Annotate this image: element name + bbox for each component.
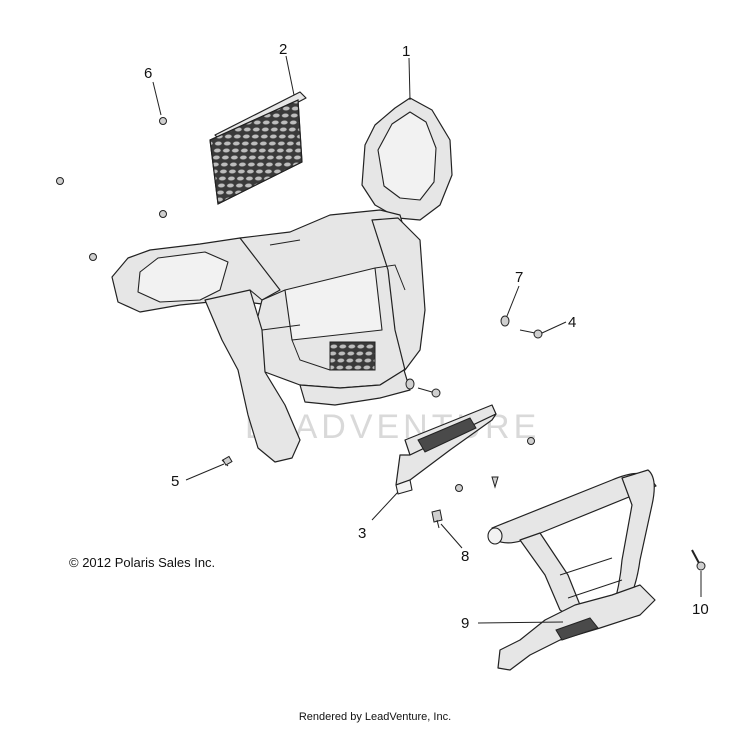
screw-b <box>455 484 463 492</box>
callout-8: 8 <box>461 548 469 565</box>
grille-mesh-part <box>209 91 307 205</box>
nut-6c <box>159 210 167 218</box>
bolt-5 <box>221 455 233 467</box>
callout-2: 2 <box>279 41 287 58</box>
copyright-notice: © 2012 Polaris Sales Inc. <box>69 555 216 570</box>
callout-10: 10 <box>692 601 709 618</box>
callout-6: 6 <box>144 65 152 82</box>
nut-6d <box>89 253 97 261</box>
clip-8 <box>431 509 443 529</box>
washer-7b <box>405 378 415 390</box>
leader-lines <box>152 55 702 624</box>
callout-labels: 1 2 3 4 5 6 7 8 9 10 <box>144 41 709 632</box>
callout-9: 9 <box>461 615 469 632</box>
bolt-10 <box>691 549 706 571</box>
callout-7: 7 <box>515 269 523 286</box>
screw-c <box>491 476 499 489</box>
fasteners <box>56 117 706 571</box>
nut-6a <box>159 117 167 125</box>
front-bumper-part <box>487 469 657 671</box>
callout-4: 4 <box>568 314 576 331</box>
callout-3: 3 <box>358 525 366 542</box>
screw-a <box>527 437 535 445</box>
bolt-4 <box>519 329 543 339</box>
bolt-4b <box>417 387 441 398</box>
callout-5: 5 <box>171 473 179 490</box>
callout-1: 1 <box>402 43 410 60</box>
front-body-panel-part <box>111 97 453 463</box>
nut-6b <box>56 177 64 185</box>
washer-7 <box>500 315 510 327</box>
skid-plate-part <box>395 404 497 495</box>
rendered-by-footer: Rendered by LeadVenture, Inc. <box>298 711 452 723</box>
